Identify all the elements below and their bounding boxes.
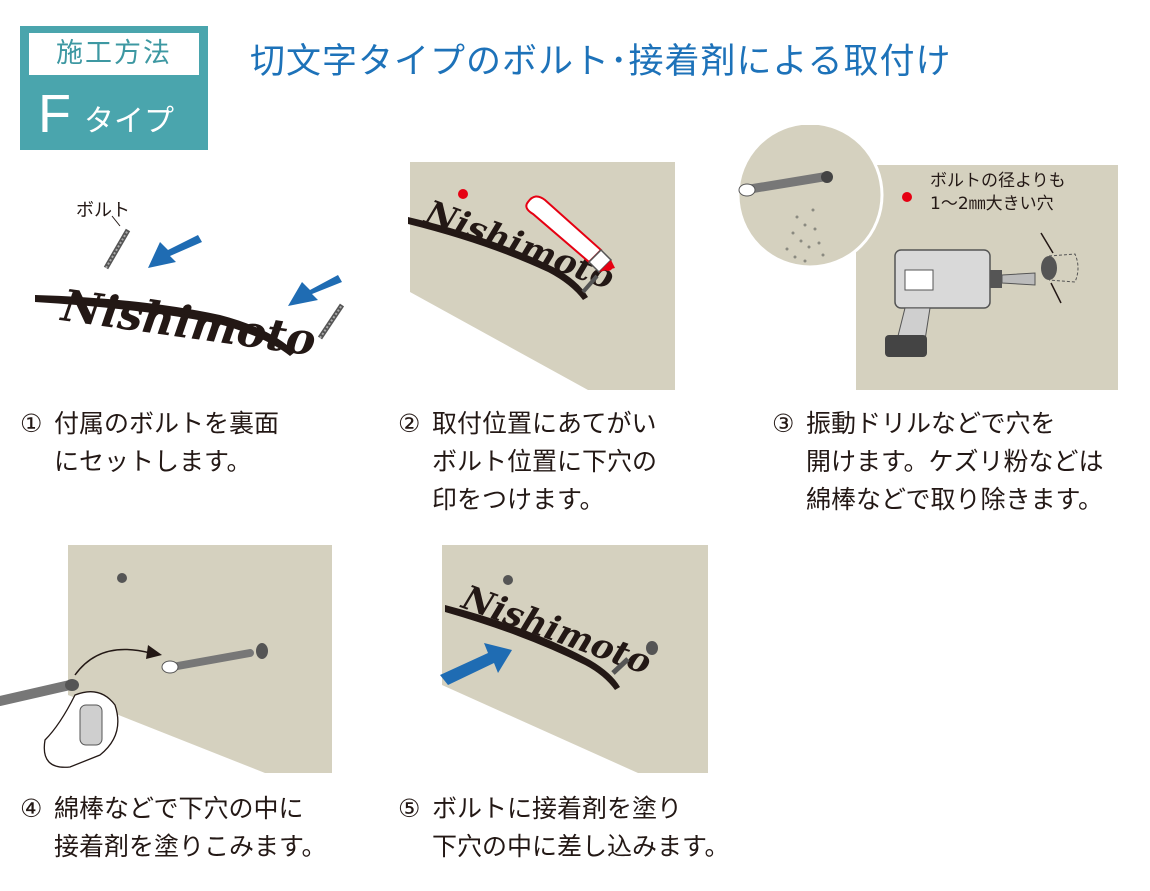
red-mark — [458, 189, 468, 199]
method-badge-label-box — [29, 33, 199, 75]
page-title: 切文字タイプのボルト･接着剤による取付け — [250, 42, 952, 82]
bolt-icon — [317, 303, 345, 340]
step3-line2: 開けます。ケズリ粉などは — [806, 447, 1104, 476]
step2-caption: ② 取付位置にあてがい ボルト位置に下穴の 印をつけます。 — [398, 405, 657, 519]
arrow-icon — [440, 643, 512, 685]
step3-line3: 綿棒などで取り除きます。 — [806, 485, 1104, 514]
magnified-view — [736, 125, 884, 269]
step2-illustration: Nishimoto — [408, 162, 675, 390]
step5-number: ⑤ — [398, 794, 421, 823]
step1-illustration: Nishimoto — [35, 215, 345, 367]
step3-line1: 振動ドリルなどで穴を — [806, 409, 1056, 438]
dust-particles — [785, 208, 825, 263]
step3-caption: ③ 振動ドリルなどで穴を 開けます。ケズリ粉などは 綿棒などで取り除きます。 — [772, 405, 1104, 519]
sign-swoosh — [445, 605, 620, 690]
step1-number: ① — [20, 409, 43, 438]
hole-size-note-line1: ボルトの径よりも — [930, 171, 1066, 191]
step2-number: ② — [398, 409, 421, 438]
step2-line2: ボルト位置に下穴の — [432, 447, 658, 476]
step4-line2: 接着剤を塗りこみます。 — [54, 832, 327, 861]
step1-line1: 付属のボルトを裏面 — [54, 409, 280, 438]
drill-icon — [885, 249, 1036, 357]
red-dot-icon — [902, 192, 912, 202]
marker-icon — [525, 195, 615, 274]
hole-size-note-line2: 1～2㎜大きい穴 — [930, 194, 1054, 214]
sign-lettering: Nishimoto — [56, 280, 319, 366]
sign-swoosh — [35, 295, 295, 356]
method-badge-label: 施工方法 — [56, 38, 172, 69]
arrow-icon — [148, 235, 202, 268]
step4-illustration — [0, 545, 332, 773]
bolt-icon — [103, 228, 131, 270]
step3-number: ③ — [772, 409, 795, 438]
step4-line1: 綿棒などで下穴の中に — [54, 794, 304, 823]
curved-arrow — [74, 648, 151, 676]
step5-line2: 下穴の中に差し込みます。 — [432, 832, 730, 861]
arrow-icon — [288, 275, 342, 306]
step5-illustration: Nishimoto — [440, 545, 708, 773]
hand-icon — [43, 691, 119, 768]
step4-caption: ④ 綿棒などで下穴の中に 接着剤を塗りこみます。 — [20, 790, 327, 866]
step3-illustration — [736, 125, 1118, 390]
step5-line1: ボルトに接着剤を塗り — [432, 794, 683, 823]
bolt-label: ボルト — [76, 200, 130, 221]
method-badge-type: タイプ — [84, 104, 174, 139]
step5-caption: ⑤ ボルトに接着剤を塗り 下穴の中に差し込みます。 — [398, 790, 730, 866]
step2-line1: 取付位置にあてがい — [432, 409, 657, 438]
step1-caption: ① 付属のボルトを裏面 にセットします。 — [20, 405, 279, 481]
sign-swoosh — [408, 217, 588, 300]
step2-line3: 印をつけます。 — [432, 485, 605, 514]
step1-line2: にセットします。 — [54, 447, 252, 476]
step4-number: ④ — [20, 794, 43, 823]
method-badge-letter: F — [38, 84, 71, 144]
